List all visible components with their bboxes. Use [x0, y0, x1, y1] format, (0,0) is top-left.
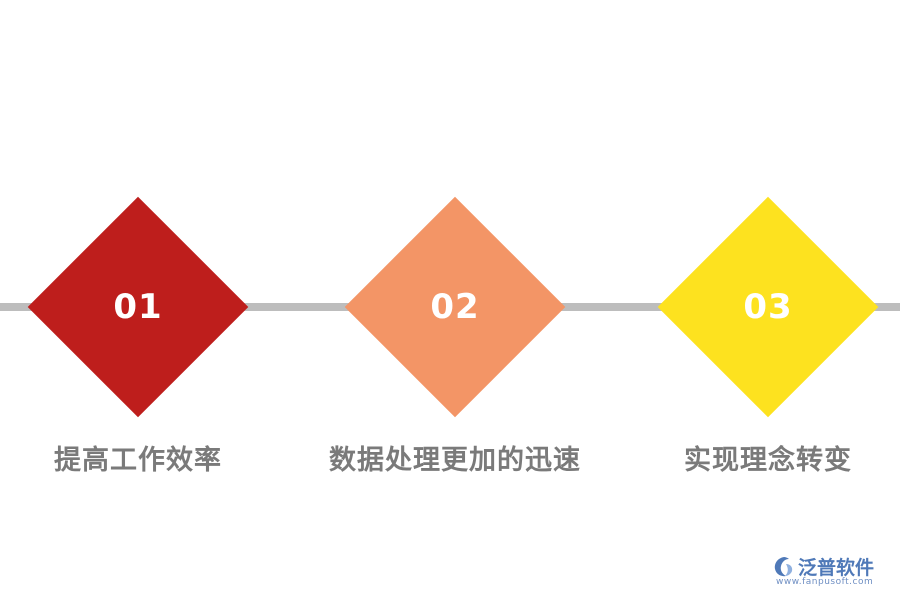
step-1-label: 提高工作效率	[54, 445, 222, 476]
step-1-number: 01	[113, 287, 163, 327]
logo-url: www.fanpusoft.com	[776, 577, 874, 587]
brand-logo: 泛普软件 www.fanpusoft.com	[772, 553, 894, 589]
fanpu-logo-icon	[774, 557, 793, 577]
step-2-label: 数据处理更加的迅速	[329, 445, 581, 476]
step-3-label: 实现理念转变	[684, 445, 852, 476]
step-3-number: 03	[743, 287, 793, 327]
step-2-number: 02	[430, 287, 480, 327]
logo-name: 泛普软件	[798, 557, 875, 579]
